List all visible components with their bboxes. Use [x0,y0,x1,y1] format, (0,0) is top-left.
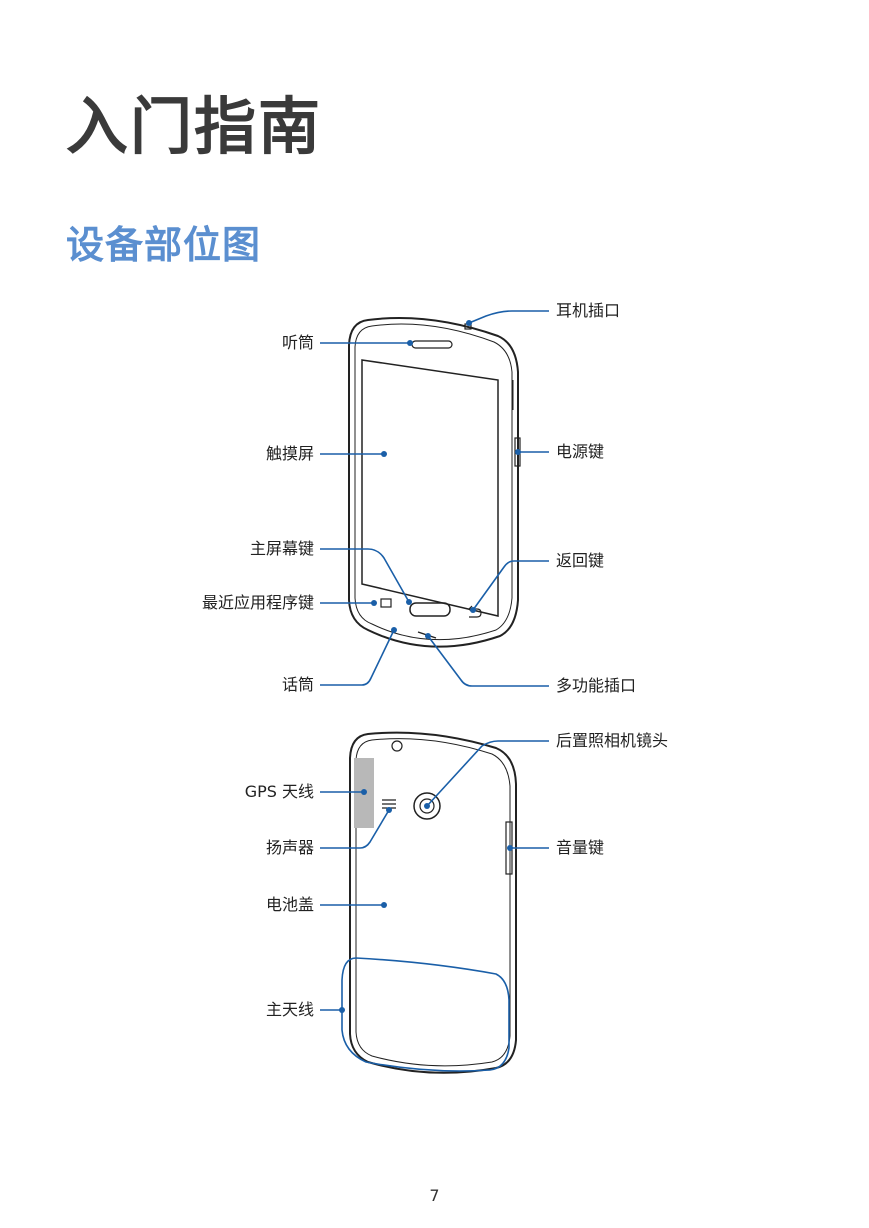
phone-front-illustration [348,317,521,648]
callout-lines [320,310,549,1011]
label-main-antenna: 主天线 [265,1000,314,1019]
label-recent-apps-key: 最近应用程序键 [201,593,314,612]
label-gps-antenna: GPS 天线 [244,782,314,801]
label-battery-cover: 电池盖 [265,895,314,914]
callout-dots [339,320,521,1013]
label-speaker: 扬声器 [265,838,314,857]
section-title: 设备部位图 [66,223,262,267]
label-touchscreen: 触摸屏 [265,444,314,463]
main-antenna-zone [341,957,510,1072]
label-microphone: 话筒 [281,675,314,694]
label-multipurpose-jack: 多功能插口 [556,676,637,695]
page-number: 7 [429,1186,440,1205]
label-rear-camera: 后置照相机镜头 [556,731,669,750]
chapter-title: 入门指南 [66,90,323,163]
label-volume-key: 音量键 [556,838,605,857]
label-power-key: 电源键 [556,442,605,461]
label-earpiece: 听筒 [281,333,314,352]
label-back-key: 返回键 [556,551,605,570]
phone-back-illustration [349,731,517,1074]
label-headset-jack: 耳机插口 [556,301,621,320]
label-home-key: 主屏幕键 [249,539,314,558]
